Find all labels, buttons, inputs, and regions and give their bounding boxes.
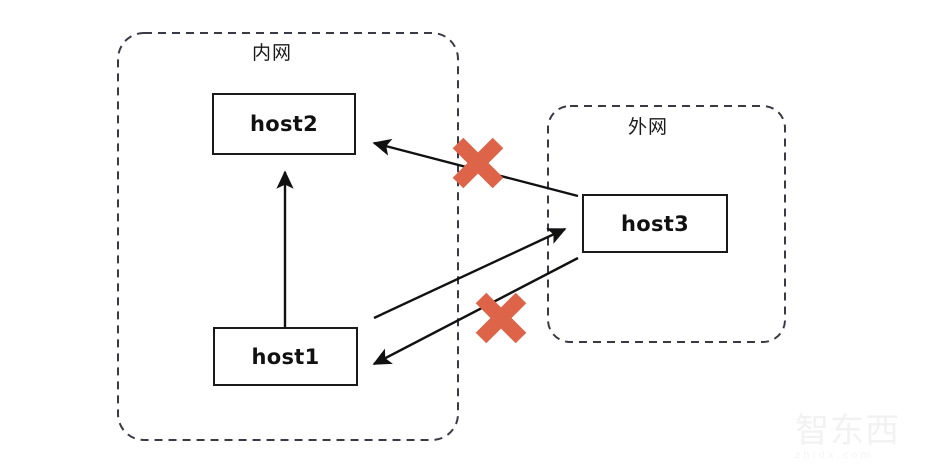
connection-host1-to-host3	[373, 227, 567, 320]
block-marker-lower-icon	[475, 292, 527, 344]
zone-label-extranet: 外网	[628, 117, 669, 138]
zone-intranet-border	[117, 32, 459, 441]
node-host3[interactable]: host3	[582, 194, 728, 253]
node-host3-label: host3	[620, 211, 690, 236]
zone-label-intranet: 内网	[252, 43, 293, 64]
node-host2-label: host2	[249, 112, 319, 136]
block-marker-upper-icon	[452, 137, 504, 189]
node-host2[interactable]: host2	[212, 93, 356, 155]
zone-extranet-border	[547, 105, 786, 343]
node-host1-label: host1	[251, 344, 320, 369]
connection-host3-to-host1	[372, 256, 579, 366]
node-host1[interactable]: host1	[213, 327, 358, 386]
